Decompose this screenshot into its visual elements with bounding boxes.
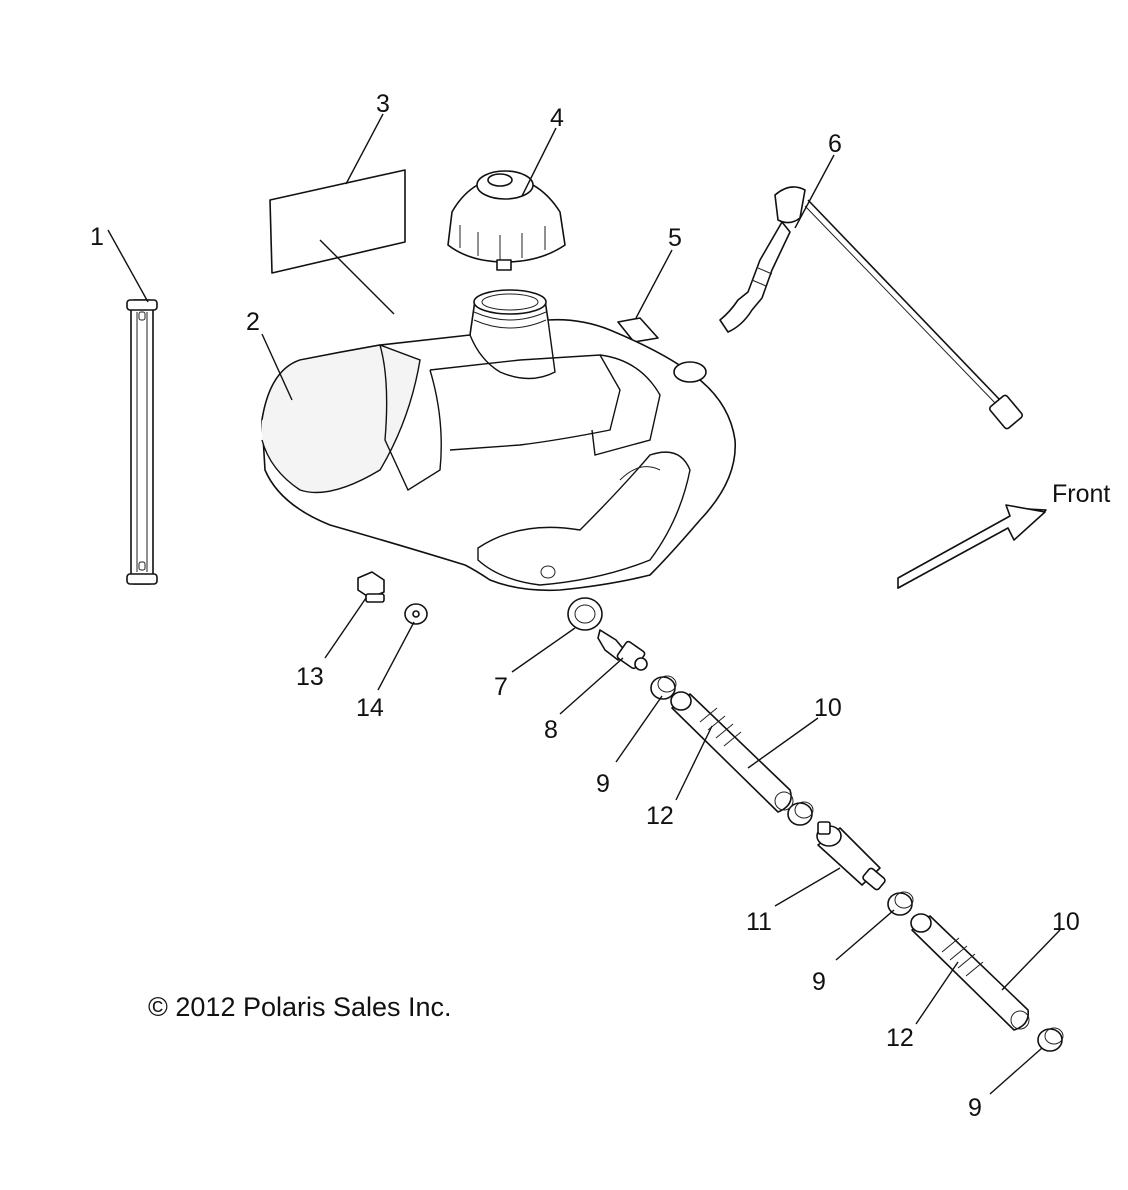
callout-labels: 1 2 3 4 5 6 7 8 9 10 12 11 9 10 12 9 13 …	[90, 90, 1080, 1122]
small-label	[617, 317, 659, 343]
warning-decal	[269, 169, 406, 274]
callout-8: 8	[544, 716, 558, 744]
callout-7: 7	[494, 673, 508, 701]
fuel-tank	[261, 289, 736, 592]
callout-13: 13	[296, 663, 324, 691]
callout-10: 10	[814, 694, 842, 722]
leader-lines	[107, 113, 1061, 1095]
hose-clamp	[1037, 1027, 1064, 1052]
front-direction-label: Front	[1052, 480, 1110, 508]
fuel-filter	[816, 821, 886, 891]
fuel-gauge-sender	[719, 186, 1023, 430]
grommet	[567, 597, 603, 631]
hose-clamp	[887, 891, 914, 916]
hose-clamp	[650, 675, 677, 700]
fuel-fitting	[597, 629, 648, 671]
callout-5: 5	[668, 224, 682, 252]
callout-4: 4	[550, 104, 564, 132]
fuel-line-sleeve	[699, 707, 742, 747]
callout-1: 1	[90, 223, 104, 251]
callout-12: 12	[886, 1024, 914, 1052]
tank-strap	[126, 299, 158, 585]
fuel-line	[670, 691, 794, 813]
fuel-cap	[447, 170, 566, 271]
callout-9: 9	[596, 770, 610, 798]
washer	[404, 603, 428, 625]
hose-clamp	[787, 801, 814, 826]
callout-3: 3	[376, 90, 390, 118]
fuel-line	[910, 913, 1030, 1031]
callout-6: 6	[828, 130, 842, 158]
front-arrow-icon	[897, 504, 1047, 589]
callout-11: 11	[746, 908, 772, 936]
fuel-line-sleeve	[941, 937, 984, 977]
callout-12: 12	[646, 802, 674, 830]
callout-14: 14	[356, 694, 384, 722]
bolt	[357, 571, 385, 603]
callout-10: 10	[1052, 908, 1080, 936]
callout-9: 9	[812, 968, 826, 996]
callout-9: 9	[968, 1094, 982, 1122]
copyright-notice: © 2012 Polaris Sales Inc.	[148, 992, 452, 1022]
callout-2: 2	[246, 308, 260, 336]
